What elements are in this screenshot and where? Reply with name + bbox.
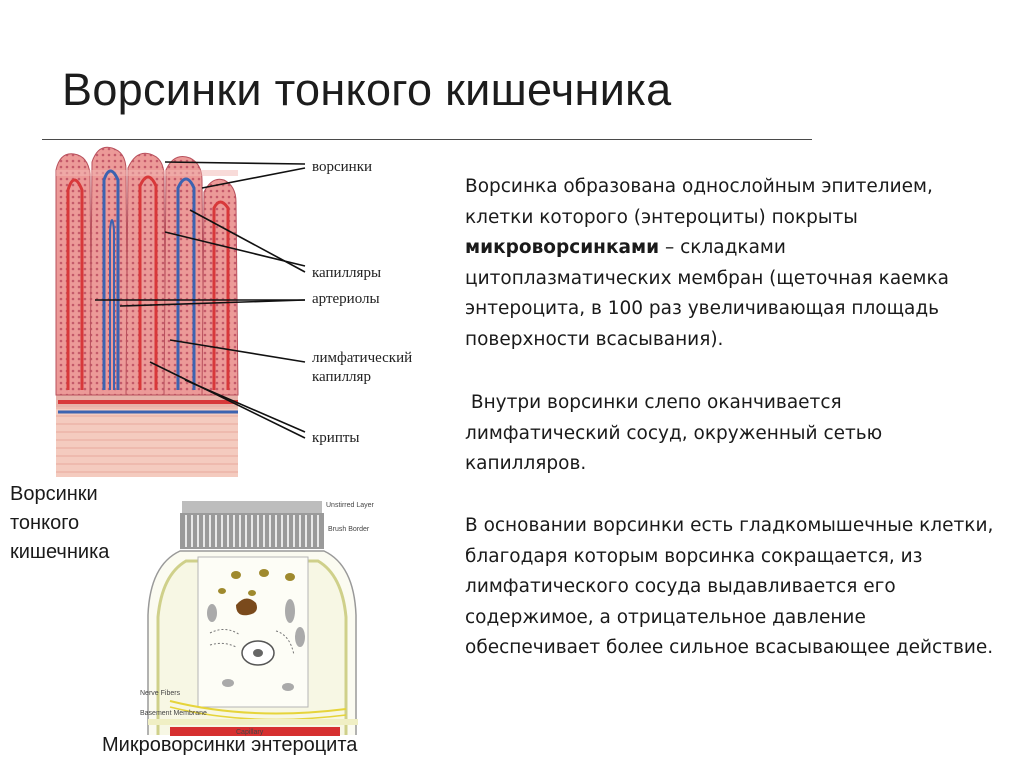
villi-caption: Ворсинки тонкого кишечника — [10, 480, 150, 567]
title-divider — [42, 139, 812, 140]
brush-border — [180, 501, 324, 549]
label-capillaries: капилляры — [312, 265, 381, 281]
villi-caption-line-3: кишечника — [10, 541, 110, 563]
label-crypts: крипты — [312, 430, 359, 446]
label-lymph-2: капилляр — [312, 369, 371, 385]
label-arterioles: артериолы — [312, 291, 380, 307]
label-lymph-1: лимфатический — [312, 350, 412, 366]
p1-bold-term: микроворсинками — [465, 237, 660, 258]
page-title: Ворсинки тонкого кишечника — [62, 64, 672, 115]
enterocyte-caption: Микроворсинки энтероцита — [102, 734, 358, 756]
blood-vessels — [58, 169, 238, 414]
basement-layers — [148, 700, 358, 736]
cell-body — [147, 550, 357, 735]
villi-illustration: ворсинки капилляры артериолы лимфатическ… — [55, 146, 412, 477]
label-capillary: Capillary — [236, 729, 264, 736]
p1-text-a: Ворсинка образована однослойным эпителие… — [465, 176, 933, 228]
label-basement-membrane: Basement Membrane — [140, 710, 207, 717]
label-brush-border: Brush Border — [328, 526, 370, 533]
paragraph-villus-structure: Ворсинка образована однослойным эпителие… — [465, 172, 995, 355]
paragraph-smooth-muscle: В основании ворсинки есть гладкомышечные… — [465, 515, 994, 658]
p1-text-b: – складками цитоплазматических мембран (… — [465, 237, 950, 350]
villi-caption-line-2: тонкого — [10, 512, 80, 534]
label-unstirred-layer: Unstirred Layer — [326, 502, 375, 509]
label-nerve-fibers: Nerve Fibers — [140, 690, 181, 697]
paragraph-lymph-vessel: Внутри ворсинки слепо оканчивается лимфа… — [465, 392, 889, 474]
enterocyte-illustration: Unstirred Layer Brush Border Nerve Fiber… — [140, 501, 375, 736]
villi-caption-line-1: Ворсинки — [10, 483, 98, 505]
pointer-lines — [95, 161, 306, 439]
label-villi: ворсинки — [312, 159, 372, 175]
